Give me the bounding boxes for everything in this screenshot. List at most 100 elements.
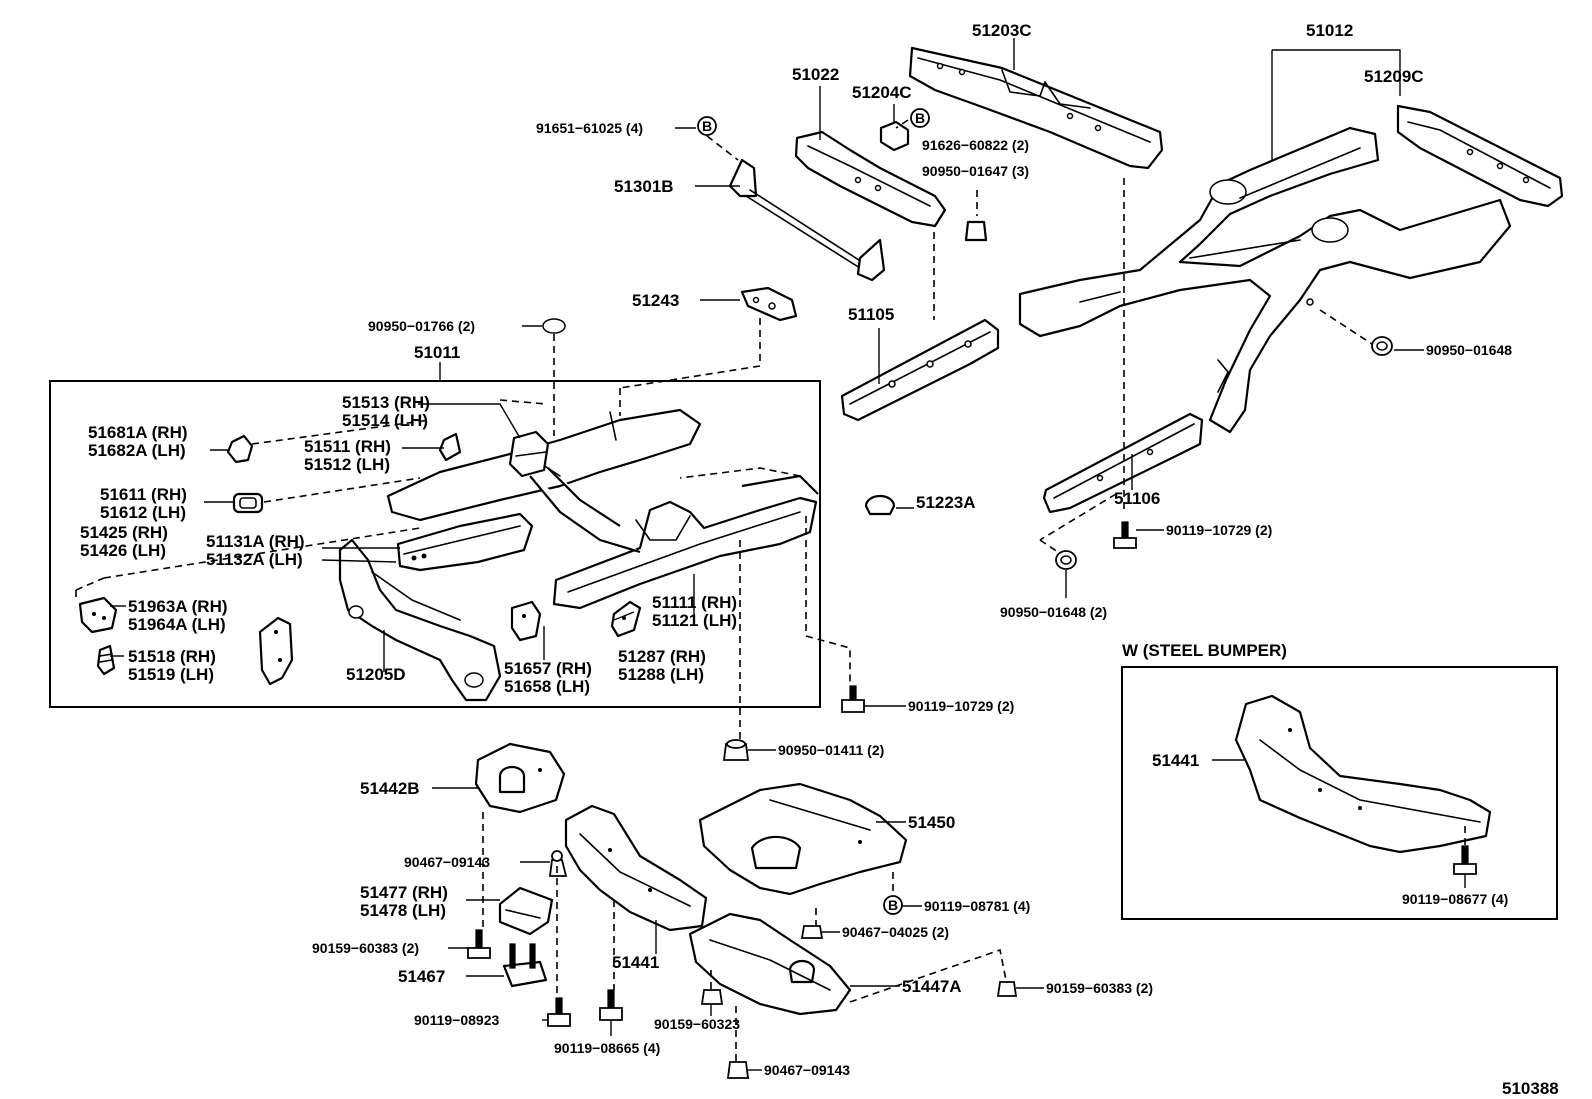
- label-51209c: 51209C: [1364, 67, 1424, 86]
- bracket-51131a-part: [396, 512, 534, 572]
- bracket-51243-part: [740, 286, 798, 322]
- bracket-51442b-part: [474, 742, 566, 814]
- label-51426: 51426 (LH): [80, 541, 166, 560]
- skid-plate-51450-part: [698, 782, 908, 896]
- label-90119-08781: 90119−08781 (4): [924, 898, 1030, 914]
- label-51513: 51513 (RH): [342, 393, 430, 412]
- bracket-51022-part: [794, 130, 947, 228]
- marker-b-top-center: [910, 108, 930, 128]
- label-51111: 51111 (RH): [652, 593, 737, 612]
- label-90119-08665: 90119−08665 (4): [554, 1040, 660, 1056]
- frame-51012-part: [1018, 126, 1512, 434]
- reinforcement-51441-part: [564, 804, 708, 932]
- label-51301b: 51301B: [614, 177, 674, 196]
- cap-51223a-part: [864, 494, 896, 516]
- label-51441-box: 51441: [1152, 751, 1199, 770]
- label-90159-60383-left: 90159−60383 (2): [312, 940, 419, 956]
- label-51442b: 51442B: [360, 779, 420, 798]
- clip-90467-04025-part: [800, 925, 824, 939]
- grommet-90950-01411-part: [722, 739, 750, 761]
- label-51287: 51287 (RH): [618, 647, 706, 666]
- label-51204c: 51204C: [852, 83, 912, 102]
- grommet-90950-01766-part: [542, 318, 566, 334]
- marker-b-label-2: B: [915, 110, 925, 126]
- reinforcement-51441-box-part: [1234, 694, 1492, 854]
- label-steel-bumper: W (STEEL BUMPER): [1122, 641, 1287, 660]
- label-51612: 51612 (LH): [100, 503, 186, 522]
- label-51964a: 51964A (LH): [128, 615, 226, 634]
- grommet-90950-01648-part: [1371, 336, 1393, 356]
- label-51450: 51450: [908, 813, 955, 832]
- label-51288: 51288 (LH): [618, 665, 704, 684]
- label-51441: 51441: [612, 953, 659, 972]
- plate-51963a-part: [78, 596, 118, 634]
- label-90159-60323: 90159−60323: [654, 1016, 740, 1032]
- label-51132a: 51132A (LH): [206, 550, 303, 569]
- label-90950-01648: 90950−01648: [1426, 342, 1512, 358]
- label-51514: 51514 (LH): [342, 411, 428, 430]
- bolt-90159-60383-right-part: [996, 981, 1018, 997]
- cover-plate-part: [258, 616, 294, 686]
- label-90950-01411: 90950−01411 (2): [778, 742, 884, 758]
- crossmember-51203c-part: [908, 46, 1164, 170]
- label-51519: 51519 (LH): [128, 665, 214, 684]
- label-51658: 51658 (LH): [504, 677, 590, 696]
- assembly-lines: [75, 119, 1466, 1062]
- clip-51511-part: [438, 432, 462, 462]
- label-90467-09143-upper: 90467−09143: [404, 854, 490, 870]
- label-91651-61025: 91651−61025 (4): [536, 120, 643, 136]
- brace-51301b-part: [728, 158, 886, 282]
- bolt-90119-08665-part: [599, 989, 623, 1021]
- bracket-51513-part: [508, 430, 550, 478]
- label-51511: 51511 (RH): [304, 437, 391, 456]
- leader-lines: [110, 38, 1466, 1071]
- label-51467: 51467: [398, 967, 445, 986]
- label-51121: 51121 (LH): [652, 611, 737, 630]
- block-51204c-part: [879, 120, 910, 152]
- label-90119-08677: 90119−08677 (4): [1402, 891, 1508, 907]
- label-51203c: 51203C: [972, 21, 1032, 40]
- label-51131a: 51131A (RH): [206, 532, 305, 551]
- label-51205d: 51205D: [346, 665, 406, 684]
- rail-51105-part: [840, 318, 1000, 422]
- bracket-51287-part: [610, 600, 642, 638]
- clip-90467-09143-lower-part: [726, 1061, 750, 1079]
- bolt-90119-10729-center-part: [841, 685, 865, 713]
- marker-b-label-3: B: [888, 897, 898, 913]
- grommet-90950-01647-part: [964, 220, 988, 242]
- label-51512: 51512 (LH): [304, 455, 390, 474]
- arm-51205d-part: [338, 538, 502, 702]
- steel-bumper-box: [1121, 666, 1558, 920]
- clip-51518-part: [96, 644, 116, 676]
- label-90159-60383-right: 90159−60383 (2): [1046, 980, 1153, 996]
- label-51681a: 51681A (RH): [88, 423, 188, 442]
- grommet-90950-01648-lower-part: [1055, 550, 1077, 570]
- label-90119-10729-center: 90119−10729 (2): [908, 698, 1014, 714]
- bolt-90119-08923-part: [547, 997, 571, 1027]
- clip-90467-09143-upper-part: [548, 850, 568, 877]
- marker-b-top-left: [697, 116, 717, 136]
- marker-b-label: B: [702, 118, 712, 134]
- label-51963a: 51963A (RH): [128, 597, 228, 616]
- label-51243: 51243: [632, 291, 679, 310]
- label-51223a: 51223A: [916, 493, 976, 512]
- label-51022: 51022: [792, 65, 839, 84]
- stud-plate-51467-part: [502, 943, 548, 988]
- label-90119-10729-right: 90119−10729 (2): [1166, 522, 1272, 538]
- label-51105: 51105: [848, 305, 894, 324]
- label-51478: 51478 (LH): [360, 901, 446, 920]
- marker-b-bottom: [883, 895, 903, 915]
- label-51011: 51011: [414, 343, 460, 362]
- label-90950-01766: 90950−01766 (2): [368, 318, 475, 334]
- label-51425: 51425 (RH): [80, 523, 168, 542]
- clip-51681a-part: [226, 434, 254, 464]
- bolt-90119-08677-part: [1453, 845, 1477, 875]
- crossmember-51209c-part: [1396, 104, 1564, 208]
- label-51657: 51657 (RH): [504, 659, 592, 678]
- label-51477: 51477 (RH): [360, 883, 448, 902]
- label-51611: 51611 (RH): [100, 485, 187, 504]
- bolt-90119-10729-part: [1113, 521, 1137, 549]
- label-51518: 51518 (RH): [128, 647, 216, 666]
- label-90950-01647: 90950−01647 (3): [922, 163, 1029, 179]
